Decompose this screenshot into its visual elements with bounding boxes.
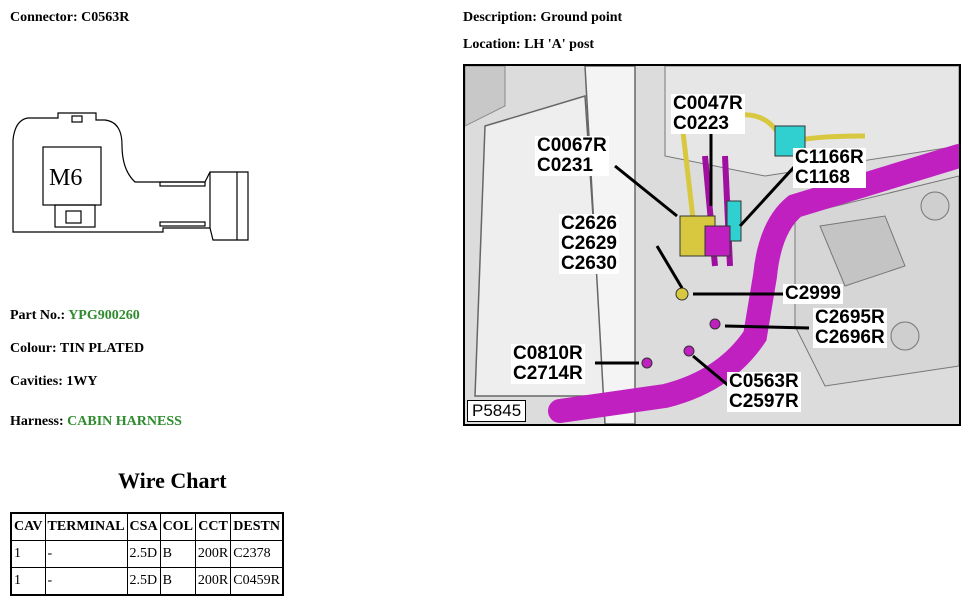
photo-label-c2999: C2999 (783, 283, 843, 304)
photo-label-c0563r: C0563R C2597R (727, 371, 801, 412)
harness-label: Harness: (10, 414, 64, 429)
colour-label: Colour: (10, 341, 57, 356)
table-cell: 200R (194, 567, 232, 596)
table-header-row: CAV TERMINAL CSA COL CCT DESTN (10, 512, 284, 541)
photo-code: P5845 (467, 400, 527, 422)
col-header: COL (159, 512, 196, 541)
wire-chart-title: Wire Chart (118, 468, 227, 493)
harness-value: CABIN HARNESS (67, 414, 182, 429)
table-cell: B (159, 567, 196, 596)
location-line: Location: LH 'A' post (463, 37, 594, 53)
table-cell: B (159, 540, 196, 568)
col-header: CSA (126, 512, 161, 541)
photo-label-c2695r: C2695R C2696R (813, 307, 887, 348)
table-row: 1 - 2.5D B 200R C2378 (10, 540, 284, 568)
table-cell: 1 (10, 567, 46, 596)
colour-line: Colour: TIN PLATED (10, 341, 144, 357)
connector-label: Connector: (10, 10, 78, 25)
cavities-line: Cavities: 1WY (10, 374, 98, 390)
table-cell: - (44, 540, 128, 568)
photo-label-c2626: C2626 C2629 C2630 (559, 213, 619, 274)
part-no-line: Part No.: YPG900260 (10, 308, 140, 324)
location-label: Location: (463, 37, 521, 52)
table-cell: 200R (194, 540, 232, 568)
photo-label-c0047r: C0047R C0223 (671, 93, 745, 134)
table-cell: 2.5D (126, 540, 161, 568)
cavities-label: Cavities: (10, 374, 63, 389)
harness-line: Harness: CABIN HARNESS (10, 414, 182, 430)
photo-label-c1166r: C1166R C1168 (793, 147, 866, 188)
col-header: TERMINAL (44, 512, 128, 541)
description-line: Description: Ground point (463, 10, 622, 26)
part-no-value: YPG900260 (68, 308, 140, 323)
connector-drawing: M6 (12, 112, 249, 241)
description-label: Description: (463, 10, 537, 25)
table-row: 1 - 2.5D B 200R C0459R (10, 567, 284, 596)
connector-value: C0563R (81, 10, 130, 25)
wire-chart-table: CAV TERMINAL CSA COL CCT DESTN 1 - 2.5D … (10, 512, 284, 596)
table-cell: 1 (10, 540, 46, 568)
connector-drawing-text: M6 (49, 165, 82, 191)
table-cell: C0459R (230, 567, 284, 596)
photo-label-c0067r: C0067R C0231 (535, 135, 609, 176)
col-header: DESTN (230, 512, 284, 541)
col-header: CCT (194, 512, 232, 541)
cavities-value: 1WY (66, 374, 98, 389)
location-value: LH 'A' post (524, 37, 595, 52)
location-illustration: C0047R C0223 C0067R C0231 C1166R C1168 C… (463, 64, 961, 426)
colour-value: TIN PLATED (59, 341, 145, 356)
photo-label-c0810r: C0810R C2714R (511, 343, 585, 384)
table-cell: 2.5D (126, 567, 161, 596)
table-cell: - (44, 567, 128, 596)
part-no-label: Part No.: (10, 308, 66, 323)
connector-line: Connector: C0563R (10, 10, 129, 26)
description-value: Ground point (540, 10, 623, 25)
table-cell: C2378 (230, 540, 284, 568)
col-header: CAV (10, 512, 46, 541)
